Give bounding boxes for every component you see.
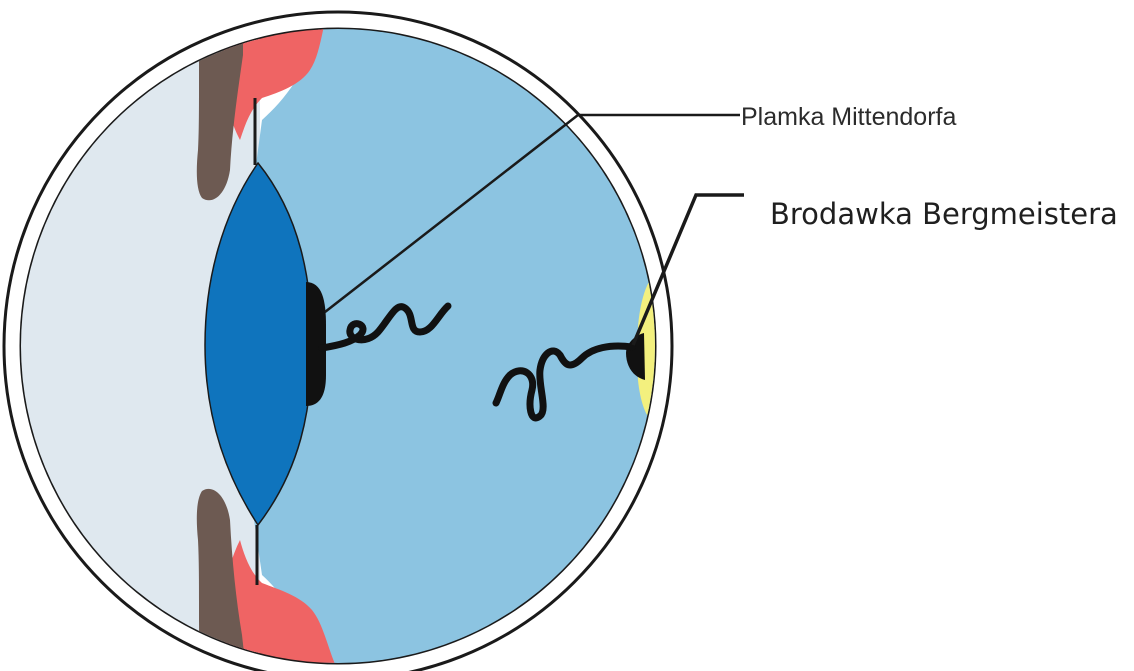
label-mittendorf: Plamka Mittendorfa xyxy=(741,103,956,131)
mittendorf-dot-icon xyxy=(306,282,326,406)
label-bergmeister: Brodawka Bergmeistera xyxy=(770,197,1118,231)
